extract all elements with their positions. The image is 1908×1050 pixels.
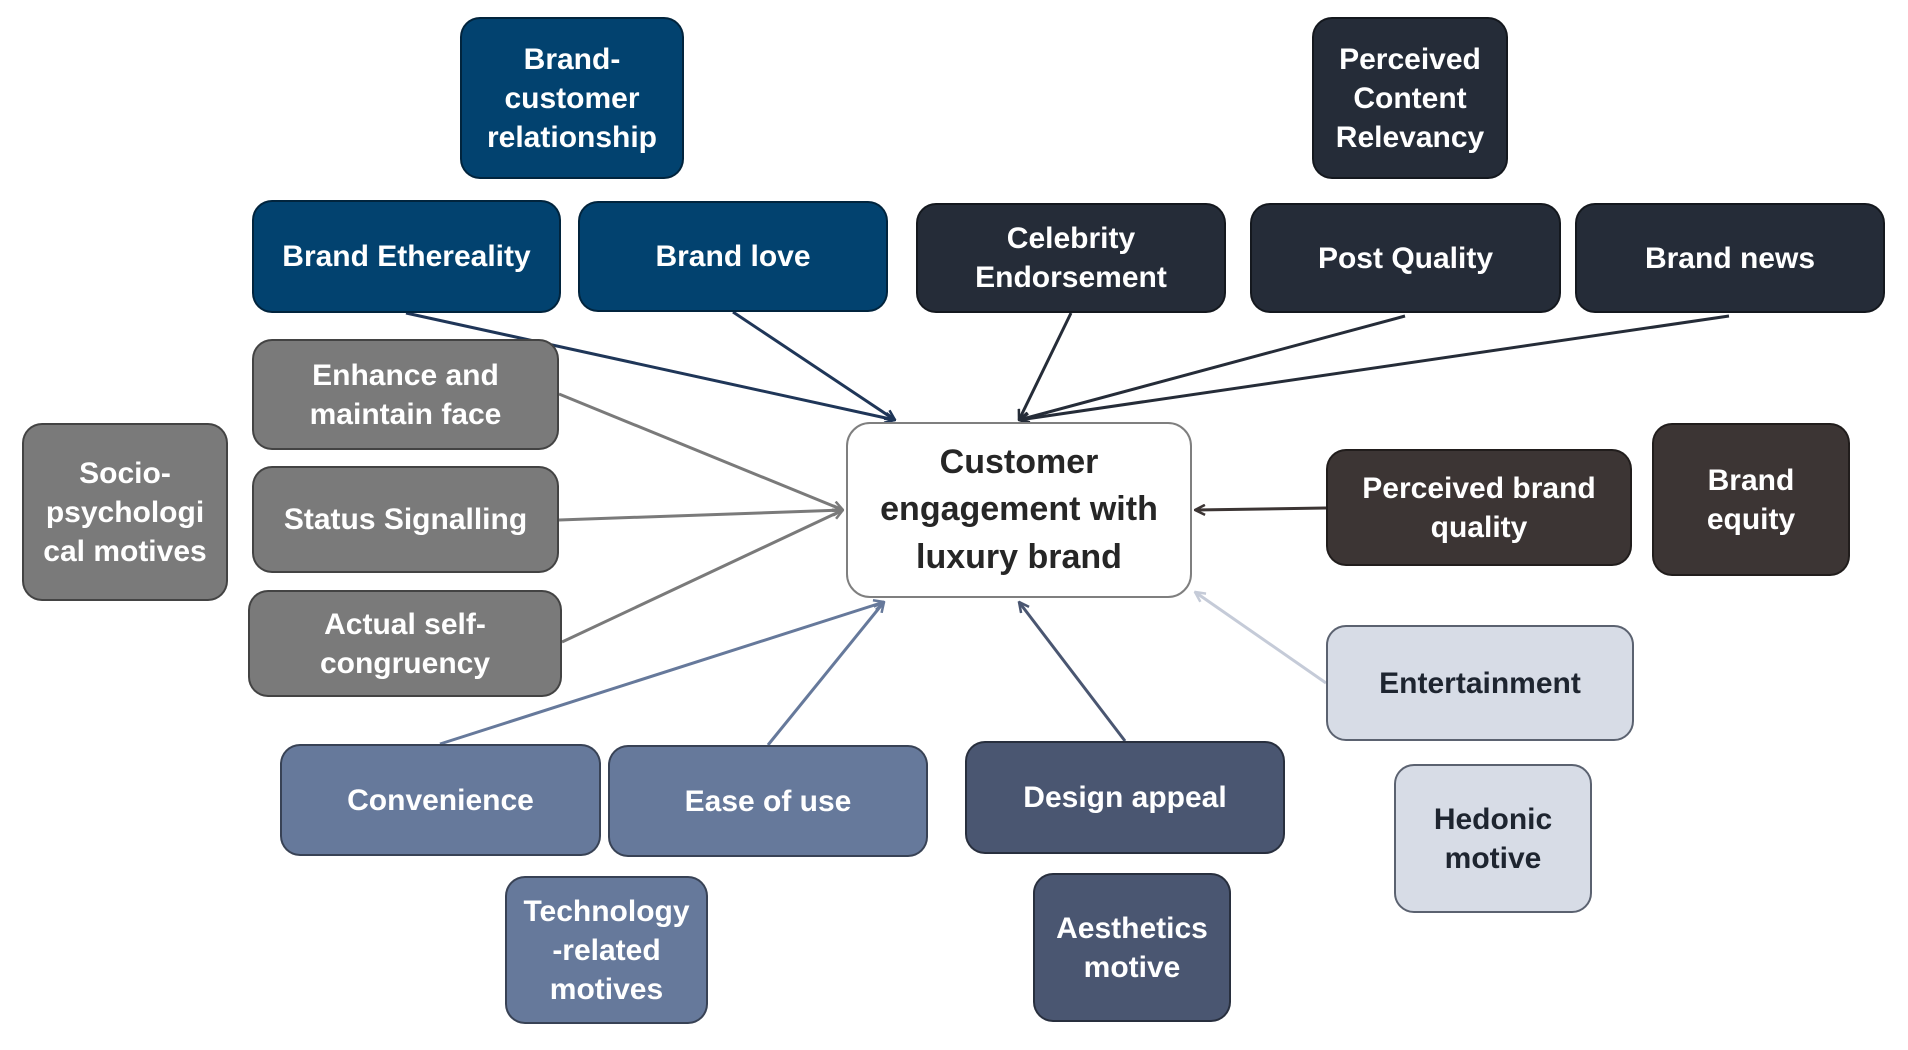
factor-ease-of-use: Ease of use [608, 745, 928, 857]
arrow-entertainment [1195, 592, 1327, 685]
arrow-actual-self-congruency [561, 510, 843, 644]
factor-brand-love: Brand love [578, 201, 888, 312]
center-node-customer-engagement: Customer engagement with luxury brand [846, 422, 1192, 598]
factor-celebrity-endorsement: Celebrity Endorsement [916, 203, 1226, 313]
arrow-status-signalling [558, 510, 843, 522]
group-perceived-content-relevancy: Perceived Content Relevancy [1312, 17, 1508, 179]
group-technology-related-motives: Technology -related motives [505, 876, 708, 1024]
group-aesthetics-motive: Aesthetics motive [1033, 873, 1231, 1022]
group-socio-psychological-motives: Socio- psychologi cal motives [22, 423, 228, 601]
arrow-celebrity-endorsement [1019, 312, 1073, 420]
arrow-perceived-brand-quality [1195, 508, 1327, 510]
factor-status-signalling: Status Signalling [252, 466, 559, 573]
group-brand-equity: Brand equity [1652, 423, 1850, 576]
group-brand-customer-relationship: Brand- customer relationship [460, 17, 684, 179]
group-hedonic-motive: Hedonic motive [1394, 764, 1592, 913]
factor-entertainment: Entertainment [1326, 625, 1634, 741]
factor-perceived-brand-quality: Perceived brand quality [1326, 449, 1632, 566]
arrow-convenience [439, 602, 884, 746]
arrow-brand-ethereality [405, 311, 895, 420]
factor-enhance-and-maintain-face: Enhance and maintain face [252, 339, 559, 450]
factor-actual-self-congruency: Actual self- congruency [248, 590, 562, 697]
arrow-ease-of-use [766, 602, 884, 746]
arrow-post-quality [1019, 314, 1406, 420]
factor-convenience: Convenience [280, 744, 601, 856]
factor-design-appeal: Design appeal [965, 741, 1285, 854]
factor-brand-news: Brand news [1575, 203, 1885, 313]
arrow-enhance-face [558, 392, 843, 510]
arrow-design-appeal [1019, 602, 1127, 742]
arrow-brand-news [1019, 314, 1730, 420]
arrow-brand-love [732, 310, 895, 420]
factor-brand-ethereality: Brand Ethereality [252, 200, 561, 313]
factor-post-quality: Post Quality [1250, 203, 1561, 313]
